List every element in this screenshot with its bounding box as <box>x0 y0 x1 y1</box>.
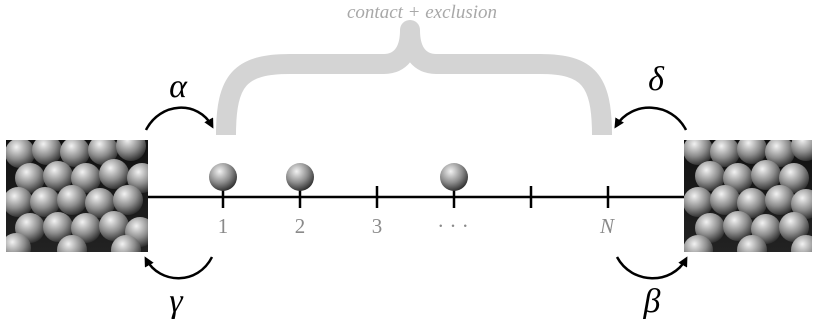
brace <box>216 20 612 136</box>
delta-arrow <box>614 106 688 131</box>
alpha-arrow <box>144 106 214 131</box>
particle-site-1 <box>209 163 237 191</box>
site-label-3: 3 <box>372 214 383 238</box>
particles <box>209 163 468 191</box>
rate-alpha-label: α <box>169 68 188 105</box>
site-label-ellipsis: · · · <box>437 214 468 238</box>
right-reservoir <box>684 140 812 252</box>
rate-beta-label: β <box>643 283 661 320</box>
beta-arrow <box>615 256 688 280</box>
gamma-arrow <box>144 256 214 280</box>
site-label-1: 1 <box>218 214 229 238</box>
particle-site-2 <box>286 163 314 191</box>
site-label-2: 2 <box>295 214 306 238</box>
brace-label: contact + exclusion <box>347 2 497 23</box>
rate-delta-label: δ <box>648 61 665 98</box>
left-reservoir <box>6 140 148 252</box>
particle-site-4 <box>440 163 468 191</box>
site-label-n: N <box>599 214 615 238</box>
rate-gamma-label: γ <box>169 283 184 320</box>
